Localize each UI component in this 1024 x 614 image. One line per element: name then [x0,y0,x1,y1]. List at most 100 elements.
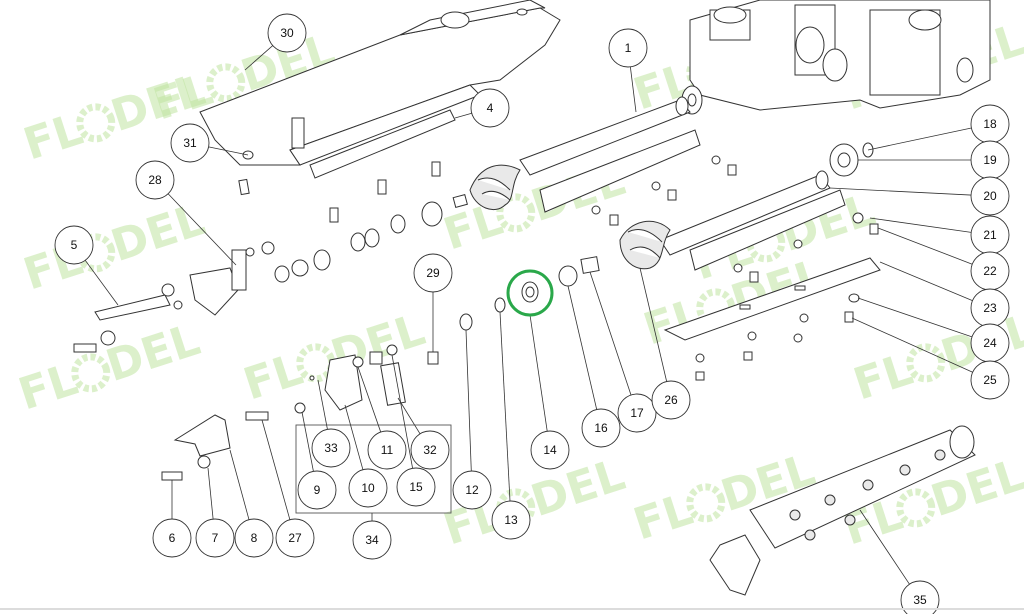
callout-24: 24 [970,323,1010,363]
leader-10 [344,404,364,470]
leader-35 [859,509,910,585]
callout-bubble [617,393,657,433]
callout-bubble [352,520,392,560]
callout-32: 32 [410,430,450,470]
leader-32 [397,397,421,435]
callout-34: 34 [352,520,392,560]
callout-bubble [135,160,175,200]
leader-28 [167,193,237,266]
lever [161,411,269,481]
leader-lines [84,45,973,585]
leader-9 [301,411,314,472]
svg-text:FL: FL [628,484,699,550]
svg-text:FL: FL [848,344,919,410]
callout-1: 1 [608,28,648,68]
callout-label: 5 [71,238,78,252]
callout-label: 22 [983,264,997,278]
left-arm [73,249,247,353]
leader-20 [829,187,972,196]
callout-label: 4 [487,101,494,115]
callout-label: 24 [983,336,997,350]
leader-18 [867,127,972,151]
callout-label: 10 [361,481,375,495]
callout-31: 31 [170,123,210,163]
callout-16: 16 [581,408,621,448]
callout-20: 20 [970,176,1010,216]
leader-1 [629,66,637,113]
callout-25: 25 [970,360,1010,400]
callout-label: 28 [148,173,162,187]
svg-text:DEL: DEL [100,314,206,392]
callout-10: 10 [348,468,388,508]
leader-23 [879,261,973,302]
callout-bubble [234,518,274,558]
callout-33: 33 [311,428,351,468]
gear-icon [686,483,726,523]
callout-bubble [970,176,1010,216]
gearbox [681,0,991,115]
callout-11: 11 [367,430,407,470]
callout-bubble [396,467,436,507]
callout-label: 13 [504,513,518,527]
leader-22 [877,227,973,265]
leader-12 [465,329,472,472]
callout-label: 21 [983,228,997,242]
callout-7: 7 [195,518,235,558]
callout-29: 29 [413,253,453,293]
callout-label: 26 [664,393,678,407]
callout-23: 23 [970,288,1010,328]
callout-label: 33 [324,441,338,455]
leader-13 [499,311,511,502]
lower-auger-shaft [558,142,874,287]
bolts-right [591,155,879,381]
callout-label: 32 [423,443,437,457]
callout-bubble [367,430,407,470]
callout-label: 14 [543,443,557,457]
callout-12: 12 [452,470,492,510]
gear-icon [206,63,246,103]
callout-4: 4 [470,88,510,128]
callout-bubble [152,518,192,558]
callout-6: 6 [152,518,192,558]
callout-label: 23 [983,301,997,315]
assembled-auger [709,425,976,596]
gear-icon [76,103,116,143]
callout-bubble [608,28,648,68]
leader-31 [208,146,249,156]
highlight-ring [506,269,554,317]
callout-bubble [452,470,492,510]
gear-icon [296,343,336,383]
gear-icon [896,488,936,528]
leader-26 [639,267,668,382]
callout-bubble [348,468,388,508]
leader-16 [567,285,598,410]
callout-bubble [651,380,691,420]
svg-text:FL: FL [238,344,309,410]
callout-label: 11 [381,443,394,457]
callout-bubble [170,123,210,163]
callout-19: 19 [970,140,1010,180]
callout-27: 27 [275,518,315,558]
callout-label: 12 [465,483,479,497]
callout-label: 19 [983,153,997,167]
svg-text:DEL: DEL [105,194,211,272]
callout-bubble [970,360,1010,400]
callout-label: 34 [365,533,379,547]
callout-label: 8 [251,531,258,545]
callout-bubble [410,430,450,470]
leader-15 [391,354,413,469]
callout-bubble [267,13,307,53]
leader-5 [84,260,119,306]
leader-11 [357,366,382,433]
callout-label: 31 [183,136,197,150]
leader-25 [851,317,973,373]
leader-27 [261,419,291,520]
hardware-cluster [238,109,456,283]
callout-bubble [470,88,510,128]
callout-label: 20 [983,189,997,203]
gear-icon [71,353,111,393]
callout-label: 1 [625,41,632,55]
